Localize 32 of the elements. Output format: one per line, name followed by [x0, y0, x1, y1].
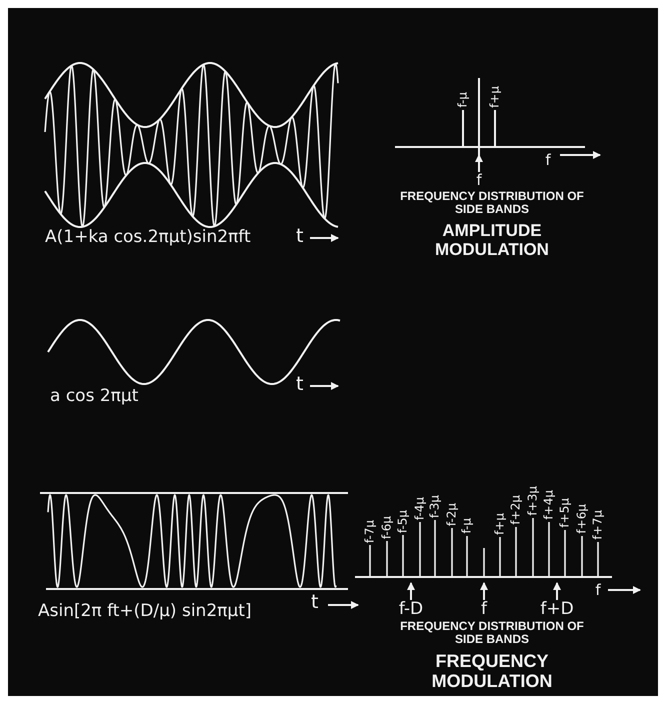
- sideband-label: f+μ: [488, 86, 502, 108]
- axis-label: f: [545, 152, 551, 168]
- formula-label: A(1+ka cos.2πμt)sin2πft: [45, 228, 251, 247]
- sideband-label: f+4μ: [542, 490, 556, 520]
- axis-label: t: [296, 226, 304, 247]
- sideband-label: f+6μ: [575, 504, 589, 534]
- formula-label: Asin[2π ft+(D/μ) sin2πμt]: [38, 602, 252, 621]
- axis-label: f: [595, 582, 601, 598]
- chart-title: AMPLITUDE MODULATION: [434, 222, 550, 260]
- sideband-label: f+7μ: [591, 510, 605, 540]
- sideband-label: f-2μ: [445, 502, 459, 526]
- axis-label: t: [311, 592, 318, 613]
- formula-label: a cos 2πμt: [50, 387, 138, 406]
- chart-caption: FREQUENCY DISTRIBUTION OF SIDE BANDS: [399, 620, 585, 646]
- sideband-label: f+3μ: [526, 486, 540, 516]
- chart-title: FREQUENCY MODULATION: [430, 652, 554, 692]
- sideband-label: f+μ: [493, 513, 507, 535]
- sideband-label: f-μ: [456, 92, 470, 108]
- carrier-label: f: [476, 172, 482, 188]
- sideband-label: f+2μ: [509, 495, 523, 525]
- deviation-label: f-D: [398, 600, 424, 619]
- sideband-label: f-7μ: [363, 520, 377, 543]
- axis-label: t: [296, 374, 304, 395]
- sideband-label: f-4μ: [413, 496, 427, 520]
- chart-caption: FREQUENCY DISTRIBUTION OF SIDE BANDS: [399, 190, 585, 216]
- sideband-label: f+5μ: [558, 498, 572, 528]
- carrier-label: f: [481, 600, 487, 619]
- sideband-label: f-6μ: [380, 516, 394, 539]
- sideband-label: f-3μ: [428, 494, 442, 518]
- deviation-label: f+D: [540, 600, 574, 619]
- sideband-label: f-μ: [460, 518, 474, 534]
- sideband-label: f-5μ: [396, 510, 410, 533]
